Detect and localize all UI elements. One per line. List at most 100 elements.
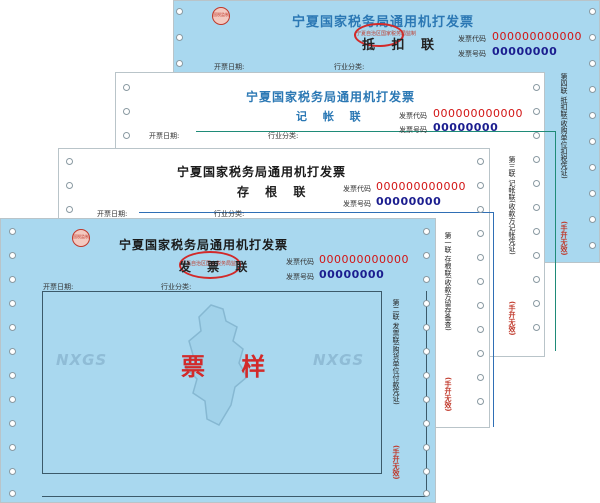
sample-watermark: 票 样 xyxy=(181,353,280,381)
invoice-sheet-invoice: 国税监制 宁夏国家税务局通用机打发票 宁夏自治区国家税务局监制 发 票 联 发票… xyxy=(0,218,436,503)
perforation-hole xyxy=(477,398,484,405)
copy-label-bookkeeping: 记 帐 联 xyxy=(296,110,367,123)
perforation-hole xyxy=(423,420,430,427)
copy-label-stub: 存 根 联 xyxy=(237,185,312,199)
industry-label: 行业分类: xyxy=(161,283,192,291)
code-label: 发票代码 xyxy=(286,258,314,266)
perforation-hole xyxy=(589,190,596,197)
perforation-hole xyxy=(423,468,430,475)
handwritten-invalid-note: (手开无效) xyxy=(444,377,452,412)
perforation-hole xyxy=(589,34,596,41)
perforation-hole xyxy=(123,84,130,91)
invoice-body-frame xyxy=(42,291,382,474)
perforation-hole xyxy=(533,252,540,259)
perforation-hole xyxy=(176,34,183,41)
perforation-hole xyxy=(533,324,540,331)
perforation-hole xyxy=(533,132,540,139)
perforation-hole xyxy=(533,108,540,115)
perforation-hole xyxy=(533,300,540,307)
perforation-hole xyxy=(423,276,430,283)
invoice-outer-frame xyxy=(42,291,427,497)
perforation-hole xyxy=(533,180,540,187)
perforation-hole xyxy=(589,86,596,93)
perforation-hole xyxy=(9,468,16,475)
perforation-hole xyxy=(423,396,430,403)
issue-date-label: 开票日期: xyxy=(43,283,74,291)
perforation-hole xyxy=(123,108,130,115)
tax-bureau-badge: 国税监制 xyxy=(72,229,90,247)
perforation-hole xyxy=(423,324,430,331)
perforation-hole xyxy=(533,156,540,163)
ningxia-map-emboss xyxy=(184,304,248,426)
issue-date-label: 开票日期: xyxy=(149,132,180,140)
perforation-hole xyxy=(477,206,484,213)
invoice-title: 宁夏国家税务局通用机打发票 xyxy=(246,90,416,104)
perforation-hole xyxy=(176,8,183,15)
industry-label: 行业分类: xyxy=(334,63,365,71)
perforation-hole xyxy=(533,84,540,91)
invoice-code: 000000000000 xyxy=(492,30,582,43)
perforation-hole xyxy=(589,138,596,145)
invoice-number: 00000000 xyxy=(376,195,442,208)
supervision-stamp: 宁夏自治区国家税务局监制 xyxy=(354,23,416,47)
perforation-hole xyxy=(533,276,540,283)
invoice-title: 宁夏国家税务局通用机打发票 xyxy=(177,165,347,179)
perforation-hole xyxy=(66,158,73,165)
perforation-hole xyxy=(477,254,484,261)
invoice-code: 000000000000 xyxy=(433,107,523,120)
perforation-hole xyxy=(66,182,73,189)
perforation-hole xyxy=(9,420,16,427)
perforation-hole xyxy=(423,490,430,497)
code-label: 发票代码 xyxy=(399,112,427,120)
perforation-hole xyxy=(589,164,596,171)
perforation-hole xyxy=(477,374,484,381)
issue-date-label: 开票日期: xyxy=(97,210,128,218)
perforation-hole xyxy=(9,372,16,379)
perforation-hole xyxy=(9,228,16,235)
perforation-hole xyxy=(423,252,430,259)
perforation-hole xyxy=(423,444,430,451)
perforation-hole xyxy=(176,60,183,67)
number-label: 发票号码 xyxy=(458,50,486,58)
industry-label: 行业分类: xyxy=(214,210,245,218)
handwritten-invalid-note: (手开无效) xyxy=(560,221,568,256)
code-label: 发票代码 xyxy=(343,185,371,193)
side-note-copy4: 第四联 抵扣联(收购单位扣税凭证) xyxy=(560,73,568,179)
invoice-number: 00000000 xyxy=(319,268,385,281)
handwritten-invalid-note: (手开无效) xyxy=(508,301,516,336)
invoice-code: 000000000000 xyxy=(319,253,409,266)
perforation-hole xyxy=(533,204,540,211)
perforation-hole xyxy=(533,228,540,235)
perforation-hole xyxy=(589,242,596,249)
issue-date-label: 开票日期: xyxy=(214,63,245,71)
number-label: 发票号码 xyxy=(286,273,314,281)
perforation-hole xyxy=(9,490,16,497)
perforation-hole xyxy=(589,8,596,15)
invoice-number: 00000000 xyxy=(492,45,558,58)
perforation-hole xyxy=(66,206,73,213)
side-note-copy2: 第二联 发票联(购货单位付款凭证) xyxy=(392,299,400,405)
watermark-brand-left: NXGS xyxy=(56,351,108,369)
side-note-copy3: 第三联 记帐联(收款方记帐凭证) xyxy=(508,156,516,255)
perforation-hole xyxy=(477,182,484,189)
supervision-stamp: 宁夏自治区国家税务局监制 xyxy=(179,251,241,279)
perforation-hole xyxy=(423,372,430,379)
perforation-hole xyxy=(589,60,596,67)
perforation-hole xyxy=(589,112,596,119)
perforation-hole xyxy=(9,300,16,307)
number-label: 发票号码 xyxy=(343,200,371,208)
perforation-hole xyxy=(423,348,430,355)
perforation-hole xyxy=(9,348,16,355)
perforation-hole xyxy=(477,350,484,357)
perforation-hole xyxy=(477,302,484,309)
handwritten-invalid-note: (手开无效) xyxy=(392,445,400,480)
code-label: 发票代码 xyxy=(458,35,486,43)
number-label: 发票号码 xyxy=(399,126,427,134)
watermark-brand-right: NXGS xyxy=(313,351,365,369)
copy-label-invoice: 发 票 联 xyxy=(179,260,254,274)
perforation-hole xyxy=(9,252,16,259)
invoice-code: 000000000000 xyxy=(376,180,466,193)
perforation-hole xyxy=(423,300,430,307)
perforation-hole xyxy=(477,278,484,285)
industry-label: 行业分类: xyxy=(268,132,299,140)
